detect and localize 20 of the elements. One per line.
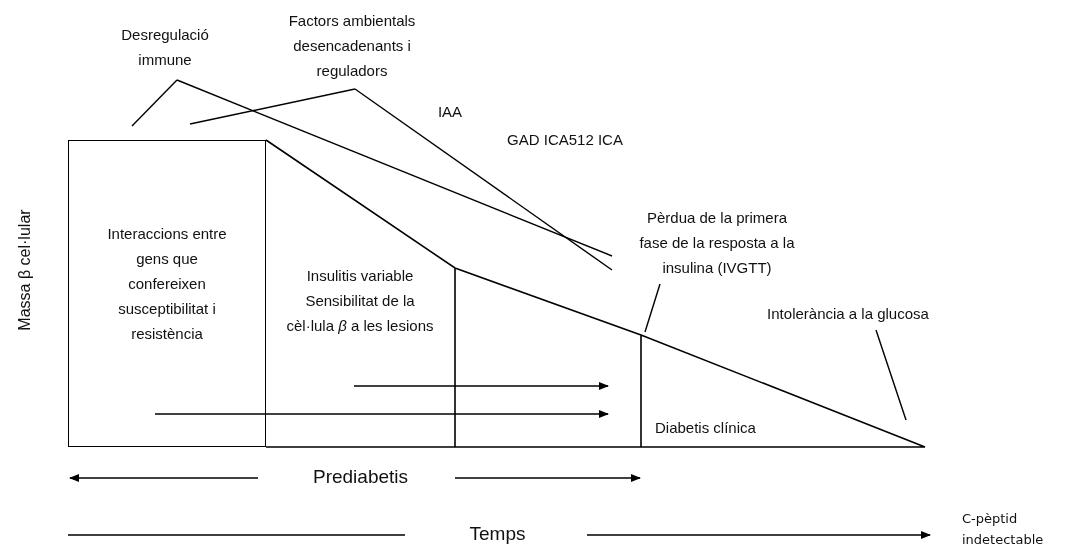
callout-text: Intolerància a la glucosa (767, 304, 929, 324)
stage-label: Insulitis variable Sensibilitat de la cèl·lula β a les lesions (285, 266, 435, 336)
leader-line (875, 329, 907, 421)
callout-text: Pèrdua de la primera fase de la resposta a la insulina (IVGTT) (638, 208, 796, 278)
axis-label: Temps (468, 522, 527, 546)
leader-line (644, 283, 661, 333)
stage-label: Diabetis clínica (655, 418, 757, 438)
leader-line (354, 88, 613, 271)
endpoint-label: C-pèptid indetectable (962, 510, 1045, 549)
axis-label: Massa β cel·lular (15, 208, 34, 333)
period-label: Prediabetis (311, 465, 410, 489)
stage-box (68, 140, 266, 447)
leader-line (131, 79, 178, 127)
callout-text: Desregulació immune (120, 25, 210, 70)
antibody-label: GAD ICA512 ICA (506, 130, 624, 150)
leader-line (189, 88, 356, 125)
callout-text: Factors ambientals desencadenants i reguladors (287, 11, 417, 81)
leader-line (176, 79, 613, 257)
antibody-label: IAA (436, 102, 464, 122)
box-text: Interaccions entre gens que confereixen susceptibilitat i resistència (106, 224, 228, 344)
